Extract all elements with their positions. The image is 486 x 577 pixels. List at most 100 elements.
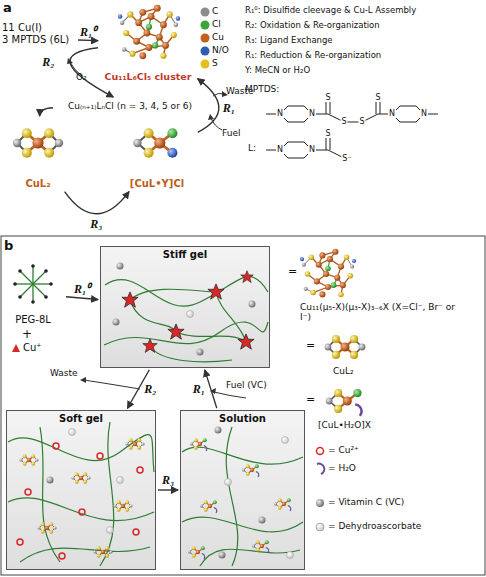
reaction-arrow xyxy=(65,192,129,214)
polymer-node: PEG-8L xyxy=(2,262,64,326)
text-label: a xyxy=(3,1,12,16)
cu-triangle xyxy=(12,344,20,352)
reaction-label: R₁⁰ xyxy=(80,23,96,40)
legend-ball xyxy=(201,21,210,30)
gel-fill xyxy=(180,410,305,570)
legend-ball xyxy=(201,34,210,43)
node-text: Cu₍ₙ₊₁₎LₙCl (n = 3, 4, 5 or 6) xyxy=(68,101,192,112)
reaction-arrow xyxy=(78,39,98,41)
legend-text: = Vitamin C (VC) xyxy=(328,497,404,507)
chemical-structures xyxy=(266,100,438,158)
fuel-arrow xyxy=(211,118,222,130)
text-label: R₁⁰: Disulfide cleevage & Cu-L Assembly xyxy=(245,6,416,16)
gel-box: Stiff gel xyxy=(100,246,270,368)
node-text: 3 MPTDS (6L) xyxy=(2,34,69,46)
side-arrows xyxy=(67,58,228,130)
atom-label: S xyxy=(374,94,381,102)
text-label: = xyxy=(288,266,297,279)
legend-samples xyxy=(300,249,365,531)
atom-label: N xyxy=(420,110,428,118)
panel-frame xyxy=(1,236,485,575)
text-label: = xyxy=(306,340,315,353)
atom-label: S xyxy=(324,94,331,102)
cu2-ions xyxy=(17,443,143,559)
atom-label: N xyxy=(308,146,316,154)
atom-label: + xyxy=(21,328,33,340)
cluster-model xyxy=(118,5,180,59)
text-label: Y: MeCN or H₂O xyxy=(245,66,310,76)
node-text: 11 Cu(I) xyxy=(2,22,42,34)
reaction-label: R₂ xyxy=(42,54,54,69)
text-label: Waste xyxy=(50,368,78,378)
reaction-arrow xyxy=(205,370,217,408)
text-label: Cu⁺ xyxy=(23,342,42,354)
legend-swatch xyxy=(200,20,210,30)
intermediate-node: Cu₍ₙ₊₁₎LₙCl (n = 3, 4, 5 or 6) xyxy=(55,98,205,114)
atom-label: S⁻ xyxy=(341,155,352,163)
solution-box: Solution xyxy=(180,410,305,570)
atom-label: N xyxy=(388,110,396,118)
atom-label: N xyxy=(276,110,284,118)
reaction-label: R₁ xyxy=(193,382,205,397)
compound-node: CuL₂ xyxy=(6,118,70,190)
reaction-arrow xyxy=(66,297,98,300)
legend-text: Cu₁₁(μ₅-X)(μ₃-X)₃₋₆X (X=Cl⁻, Br⁻ or I⁻) xyxy=(300,302,460,323)
side-arrows xyxy=(80,377,246,398)
node-text: Soft gel xyxy=(59,413,103,425)
text-label: MPTDS: xyxy=(245,84,279,94)
gel-fill xyxy=(100,246,270,368)
reaction-label: R₃ xyxy=(90,216,102,231)
arrow-head xyxy=(208,114,214,120)
legend-ball xyxy=(201,47,210,56)
legend-swatch xyxy=(200,7,210,17)
arrow-head xyxy=(67,58,73,64)
peg-star xyxy=(13,264,53,304)
legend-text: C xyxy=(212,6,218,16)
legend-text: S xyxy=(212,58,218,68)
text-label: = xyxy=(306,394,315,407)
reaction-arrow xyxy=(158,489,178,490)
node-text: Stiff gel xyxy=(163,249,207,261)
reaction-label: R₁ xyxy=(223,100,235,115)
node-text: Cu₁₁L₆Cl₅ cluster xyxy=(105,71,192,82)
legend-text: N/O xyxy=(212,45,229,55)
node-text: [CuL•Y]Cl xyxy=(130,178,184,190)
legend-text: [CuL•H₂O]X xyxy=(318,420,371,430)
legend-text: Cl xyxy=(212,19,221,29)
atom-label: N xyxy=(308,110,316,118)
atom-label: S xyxy=(324,130,331,138)
node-text: Solution xyxy=(219,413,266,425)
text-label: O₂ xyxy=(76,72,87,82)
text-label: L: xyxy=(248,143,256,153)
node-text: CuL₂ xyxy=(25,178,50,190)
atom-label: S xyxy=(358,118,365,126)
cul2-icons xyxy=(19,438,144,557)
reaction-label: R₁⁰ xyxy=(74,280,90,297)
legend-text: Cu xyxy=(212,32,224,42)
legend-swatch xyxy=(200,59,210,69)
gel-box: Soft gel xyxy=(6,410,156,570)
text-label: b xyxy=(4,239,13,254)
text-label: R₁: Reduction & Re-organization xyxy=(245,51,381,61)
atom-label: N xyxy=(276,146,284,154)
culw-icons xyxy=(188,438,291,559)
legend-text: CuL₂ xyxy=(333,366,354,376)
cul2-model xyxy=(13,128,63,158)
legend-swatch xyxy=(200,46,210,56)
legend-text: = Dehydroascorbate xyxy=(328,521,421,531)
text-label: Fuel (VC) xyxy=(226,380,267,390)
node-text: PEG-8L xyxy=(15,314,51,326)
reaction-label: R₃ xyxy=(162,473,174,488)
cluster-node: Cu₁₁L₆Cl₅ cluster xyxy=(100,2,196,82)
reaction-arrow xyxy=(40,108,53,116)
reaction-label: R₂ xyxy=(144,382,156,397)
legend-swatch xyxy=(200,33,210,43)
atom-label: S xyxy=(340,118,347,126)
compound-node: [CuL•Y]Cl xyxy=(118,118,196,190)
reactant-node: 11 Cu(I)3 MPTDS (6L) xyxy=(2,22,76,56)
cluster-stars xyxy=(122,271,254,353)
legend-ball xyxy=(201,8,210,17)
legend-text: = Cu²⁺ xyxy=(328,445,359,455)
legend-text: = H₂O xyxy=(328,463,356,473)
